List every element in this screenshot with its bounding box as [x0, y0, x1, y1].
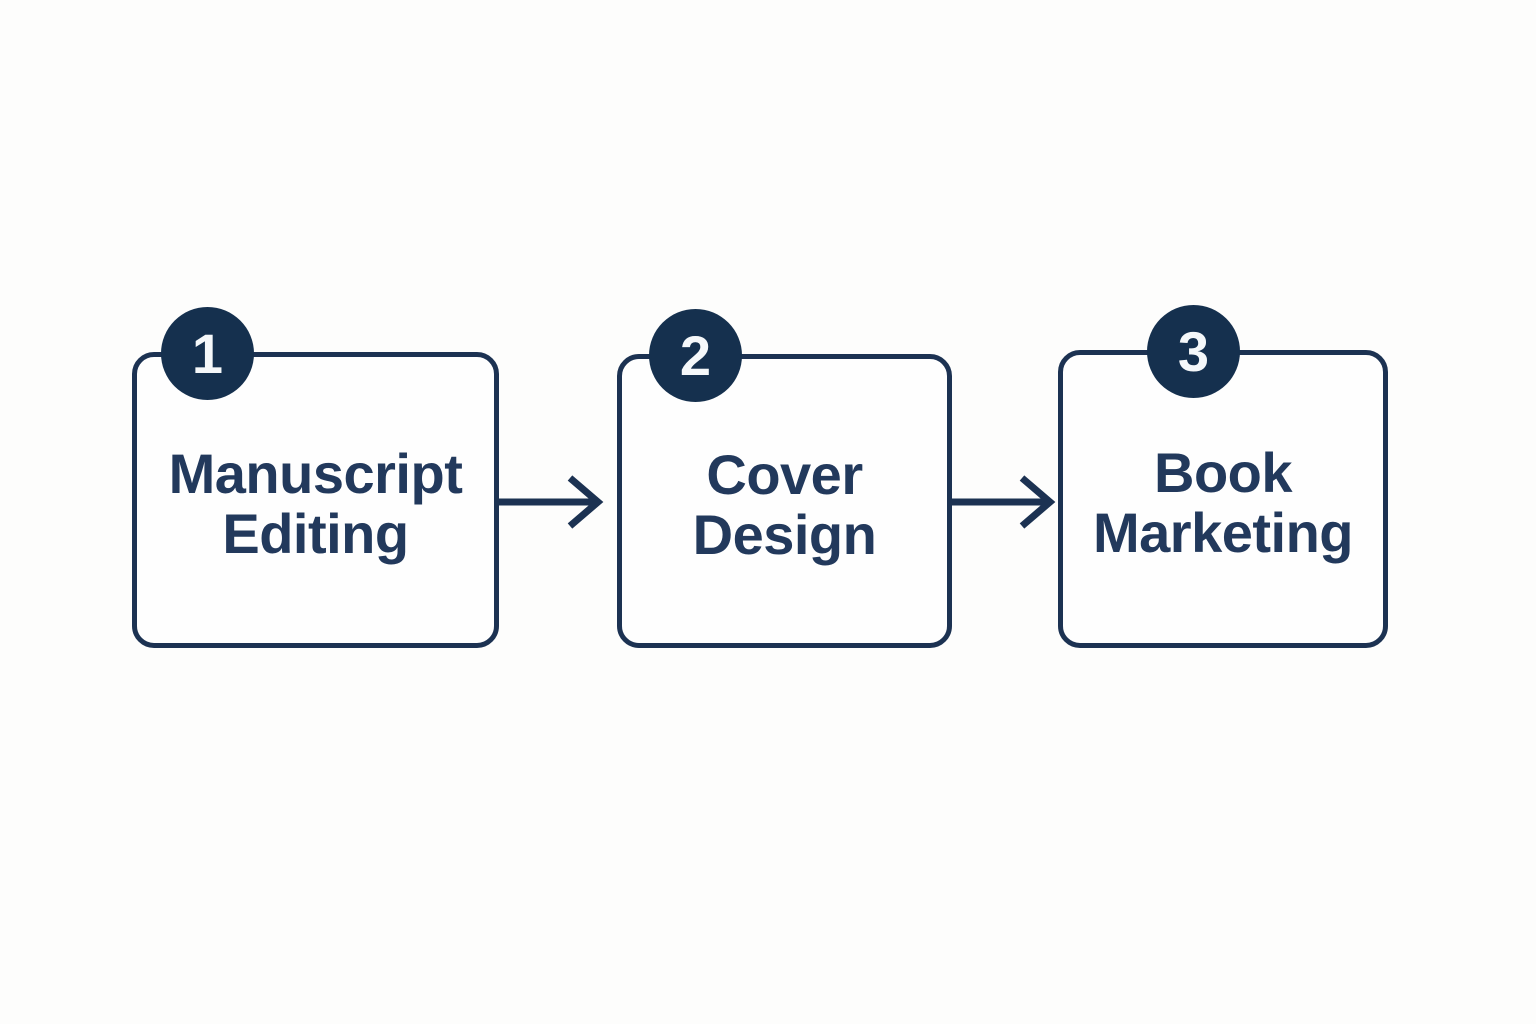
step-number-2: 2 — [679, 323, 712, 387]
step-number-badge-2: 2 — [649, 309, 742, 402]
step-number-badge-3: 3 — [1147, 305, 1240, 398]
arrow-right-icon — [496, 475, 604, 529]
step-label-line: Book — [1154, 440, 1293, 504]
step-label-manuscript-editing: Manuscript Editing — [168, 441, 463, 565]
step-label-line: Marketing — [1093, 501, 1354, 564]
step-label-line: Editing — [222, 502, 409, 565]
step-label-cover-design: Cover Design — [692, 442, 877, 566]
step-box-book-marketing: 3 Book Marketing — [1058, 305, 1388, 648]
step-label-line: Design — [692, 503, 877, 566]
step-box-manuscript-editing: 1 Manuscript Editing — [132, 307, 499, 648]
step-number-1: 1 — [191, 321, 224, 385]
step-box-cover-design: 2 Cover Design — [617, 309, 952, 648]
step-label-line: Manuscript — [168, 441, 463, 505]
arrow-right-icon — [948, 475, 1056, 529]
step-label-book-marketing: Book Marketing — [1093, 440, 1354, 564]
step-label-line: Cover — [706, 442, 863, 506]
step-number-badge-1: 1 — [161, 307, 254, 400]
step-number-3: 3 — [1177, 319, 1210, 383]
